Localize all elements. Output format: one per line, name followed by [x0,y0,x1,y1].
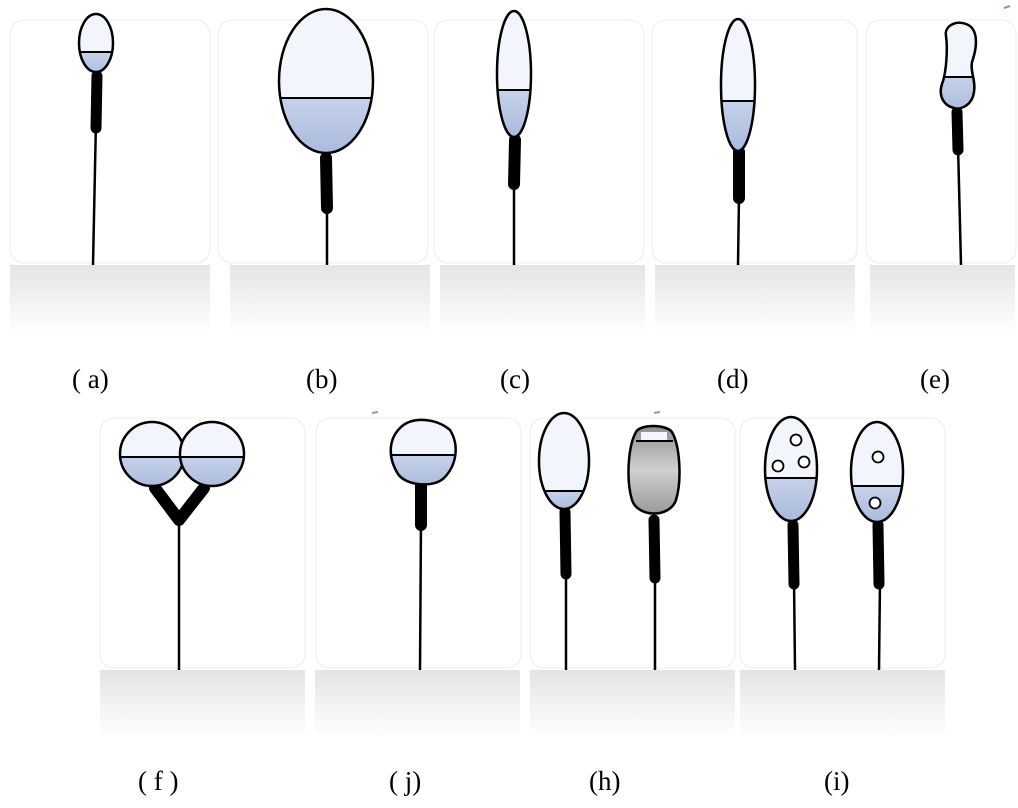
vacuole [873,452,884,463]
vacuole [773,461,784,472]
caption-j: ( j) [389,766,421,797]
caption-i: (i) [824,766,849,797]
caption-f: ( f ) [138,766,178,797]
vacuole [799,457,810,468]
caption-a: ( a) [72,364,109,395]
caption-e: (e) [920,364,950,395]
vacuole [870,498,881,509]
speck [1004,6,1010,8]
caption-h: (h) [589,766,620,797]
speck [372,412,378,413]
caption-b: (b) [306,364,337,395]
speck [654,412,660,413]
caption-c: (c) [500,364,530,395]
caption-d: (d) [717,364,748,395]
vacuole [791,435,802,446]
